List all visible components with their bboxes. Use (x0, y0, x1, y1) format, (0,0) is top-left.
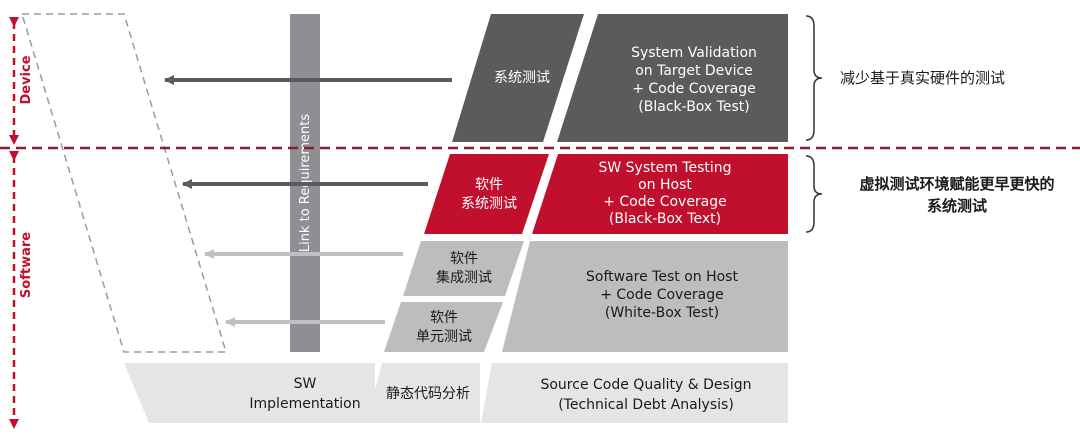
quality-block (481, 363, 788, 423)
sw-system-testing-line-3: + Code Coverage (603, 194, 727, 210)
device-bracket (805, 15, 823, 141)
implementation-line-1: SW (294, 376, 317, 392)
device-annotation: 减少基于真实硬件的测试 (840, 69, 1005, 87)
system-validation-line-1: System Validation (631, 45, 757, 61)
software-annotation-line-2: 系统测试 (927, 197, 987, 215)
software-annotation-line-1: 虚拟测试环境赋能更早更快的 (859, 175, 1054, 193)
sw-system-test-label-line-1: 软件 (475, 177, 503, 193)
system-validation-line-4: (Black-Box Test) (638, 99, 749, 115)
implementation-line-2: Implementation (249, 396, 360, 412)
unit-test-label-line-2: 单元测试 (416, 329, 472, 345)
v-model-left-outline (20, 13, 228, 353)
sw-system-testing-line-4: (Black-Box Text) (609, 211, 721, 227)
implementation-block (124, 363, 375, 423)
quality-line-2: (Technical Debt Analysis) (558, 397, 734, 413)
system-test-label: 系统测试 (494, 70, 550, 86)
static-analysis-block (366, 363, 480, 423)
sw-system-test-label-block (424, 154, 549, 234)
integration-test-label-line-1: 软件 (450, 251, 478, 267)
software-test-line-1: Software Test on Host (586, 269, 738, 285)
unit-test-label-block (384, 302, 503, 352)
device-axis-label: Device (19, 55, 34, 104)
sw-system-testing-line-1: SW System Testing (598, 160, 731, 176)
system-validation-line-3: + Code Coverage (632, 81, 756, 97)
software-test-line-2: + Code Coverage (600, 287, 724, 303)
sw-system-testing-block (532, 154, 788, 234)
sw-system-testing-line-2: on Host (638, 177, 692, 193)
sw-system-test-label-line-2: 系统测试 (461, 196, 517, 212)
software-test-block (502, 241, 788, 352)
quality-line-1: Source Code Quality & Design (540, 377, 751, 393)
unit-test-label-line-1: 软件 (430, 310, 458, 326)
system-validation-line-2: on Target Device (635, 63, 753, 79)
system-test-label-block (452, 14, 584, 142)
software-test-line-3: (White-Box Test) (605, 305, 719, 321)
system-validation-block (557, 14, 788, 142)
static-analysis-label: 静态代码分析 (386, 386, 470, 402)
software-bracket (805, 155, 823, 233)
integration-test-label-block (403, 241, 524, 296)
software-axis-label: Software (19, 232, 34, 298)
integration-test-label-line-2: 集成测试 (436, 269, 492, 286)
